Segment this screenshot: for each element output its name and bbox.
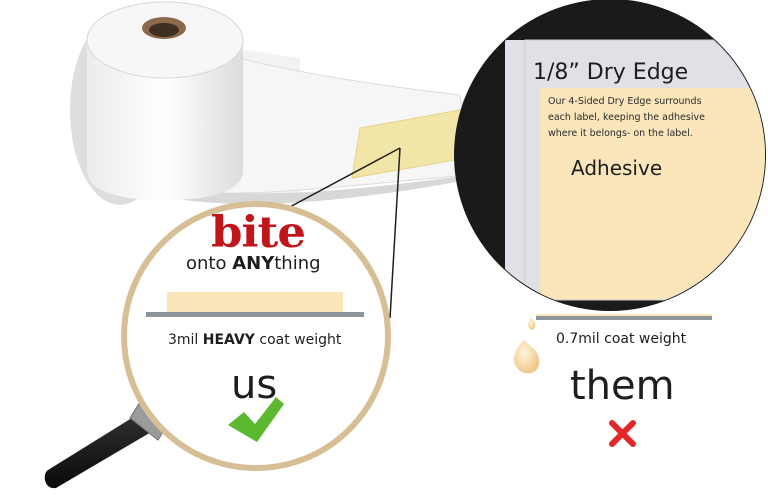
adhesive-label: Adhesive	[571, 156, 663, 180]
them-label: them	[570, 363, 675, 409]
magnifier-icon	[44, 201, 391, 489]
x-icon	[609, 420, 636, 447]
us-label: us	[231, 362, 278, 408]
check-icon	[228, 397, 284, 442]
label-roll-image	[70, 1, 471, 205]
them-liner	[536, 316, 712, 320]
bite-brand-logo: bite	[211, 207, 306, 258]
adhesive-droplet-icon	[513, 318, 540, 374]
them-coat-weight: 0.7mil coat weight	[556, 331, 687, 347]
us-coat-weight: 3mil HEAVY coat weight	[168, 332, 342, 348]
us-adhesive-layer	[167, 292, 343, 312]
dry-edge-title: 1/8” Dry Edge	[533, 60, 689, 85]
dry-edge-description: Our 4-Sided Dry Edge surrounds each labe…	[548, 96, 705, 139]
us-liner	[146, 312, 364, 317]
bite-tagline: onto ANYthing	[186, 253, 321, 274]
them-adhesive-layer	[536, 314, 712, 316]
